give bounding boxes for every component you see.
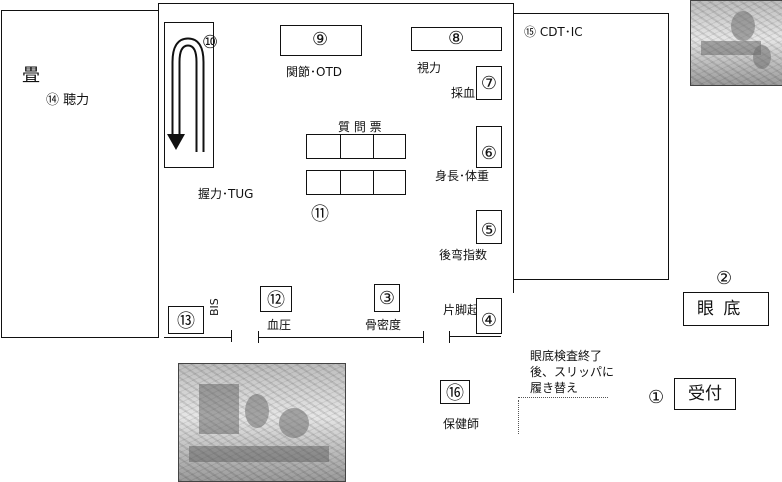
blood-draw-station: ⑦: [476, 66, 502, 100]
cdt-ic-label: ⑮ CDT･IC: [524, 25, 583, 39]
posture-index-station: ⑤: [476, 210, 502, 244]
hall-left-wall: [158, 3, 159, 293]
bis-bracket-tick: [231, 330, 232, 342]
one-leg-standing-station: ④: [476, 298, 502, 334]
tatami-room: [1, 10, 159, 338]
grip-tug-number: ⑩: [202, 32, 219, 53]
vision-label: 視力: [417, 61, 442, 75]
questionnaire-table-1: [306, 134, 406, 159]
blood-draw-label: 採血: [451, 86, 476, 100]
bis-number: ⑬: [177, 311, 195, 332]
posture-index-label: 後弯指数: [439, 248, 488, 262]
hearing-station-label: ⑭ 聴力: [46, 93, 90, 108]
slipper-note-line-3: 履き替え: [530, 381, 579, 395]
reception-label: 受付: [688, 384, 722, 404]
slipper-boundary-vertical: [518, 400, 519, 434]
fundus-number: ②: [716, 268, 733, 289]
bp-bone-bracket: [258, 337, 424, 338]
nurse-station: ⑯: [440, 380, 470, 404]
blood-pressure-station: ⑫: [260, 286, 292, 312]
blood-pressure-number: ⑫: [267, 290, 285, 311]
questionnaire-label: 質 問 票: [338, 120, 382, 134]
bis-bracket: [164, 337, 232, 338]
height-weight-number: ⑥: [480, 143, 498, 164]
grip-tug-label: 握力･TUG: [198, 187, 254, 201]
hall-top-wall: [158, 3, 514, 4]
blood-pressure-label: 血圧: [267, 318, 292, 332]
table-1-divider: [340, 134, 341, 159]
table-1-divider: [373, 134, 374, 159]
bone-density-number: ③: [378, 287, 396, 309]
vision-station: [411, 27, 502, 51]
questionnaire-number: ⑪: [311, 204, 329, 225]
slipper-boundary-line: [518, 397, 608, 398]
bp-bone-bracket-tick-right: [423, 331, 424, 343]
bis-label: BIS: [208, 298, 221, 316]
nurse-number: ⑯: [446, 383, 464, 404]
height-weight-label: 身長･体重: [435, 169, 490, 183]
blood-draw-number: ⑦: [480, 72, 498, 94]
one-leg-standing-number: ④: [480, 310, 498, 331]
one-leg-bracket: [449, 336, 501, 337]
venue-photo-top: [690, 0, 782, 86]
joint-otd-station: [280, 25, 362, 56]
questionnaire-table-2: [306, 170, 406, 195]
bp-bone-bracket-tick-left: [258, 331, 259, 343]
fundus-station: [683, 292, 769, 326]
bis-station: ⑬: [168, 306, 204, 334]
bone-density-station: ③: [374, 284, 400, 312]
u-turn-arrow-icon: [167, 37, 205, 152]
one-leg-bracket-tick: [449, 331, 450, 343]
slipper-note-line-1: 眼底検査終了: [530, 349, 603, 363]
vision-number: ⑧: [448, 28, 465, 49]
table-2-divider: [373, 170, 374, 195]
venue-photo-bottom: [178, 363, 346, 482]
joint-otd-label: 関節･OTD: [286, 65, 343, 79]
posture-index-number: ⑤: [480, 220, 498, 241]
fundus-label: 眼 底: [697, 299, 743, 319]
bone-density-label: 骨密度: [365, 318, 402, 332]
joint-otd-number: ⑨: [312, 29, 329, 50]
cdt-ic-room: [513, 13, 669, 280]
tatami-label: 畳: [22, 65, 40, 86]
reception-station: [674, 378, 736, 410]
table-2-divider: [340, 170, 341, 195]
reception-number: ①: [648, 387, 665, 408]
nurse-label: 保健師: [443, 417, 480, 431]
slipper-note-line-2: 後、スリッパに: [530, 365, 615, 379]
height-weight-station: ⑥: [476, 126, 502, 168]
